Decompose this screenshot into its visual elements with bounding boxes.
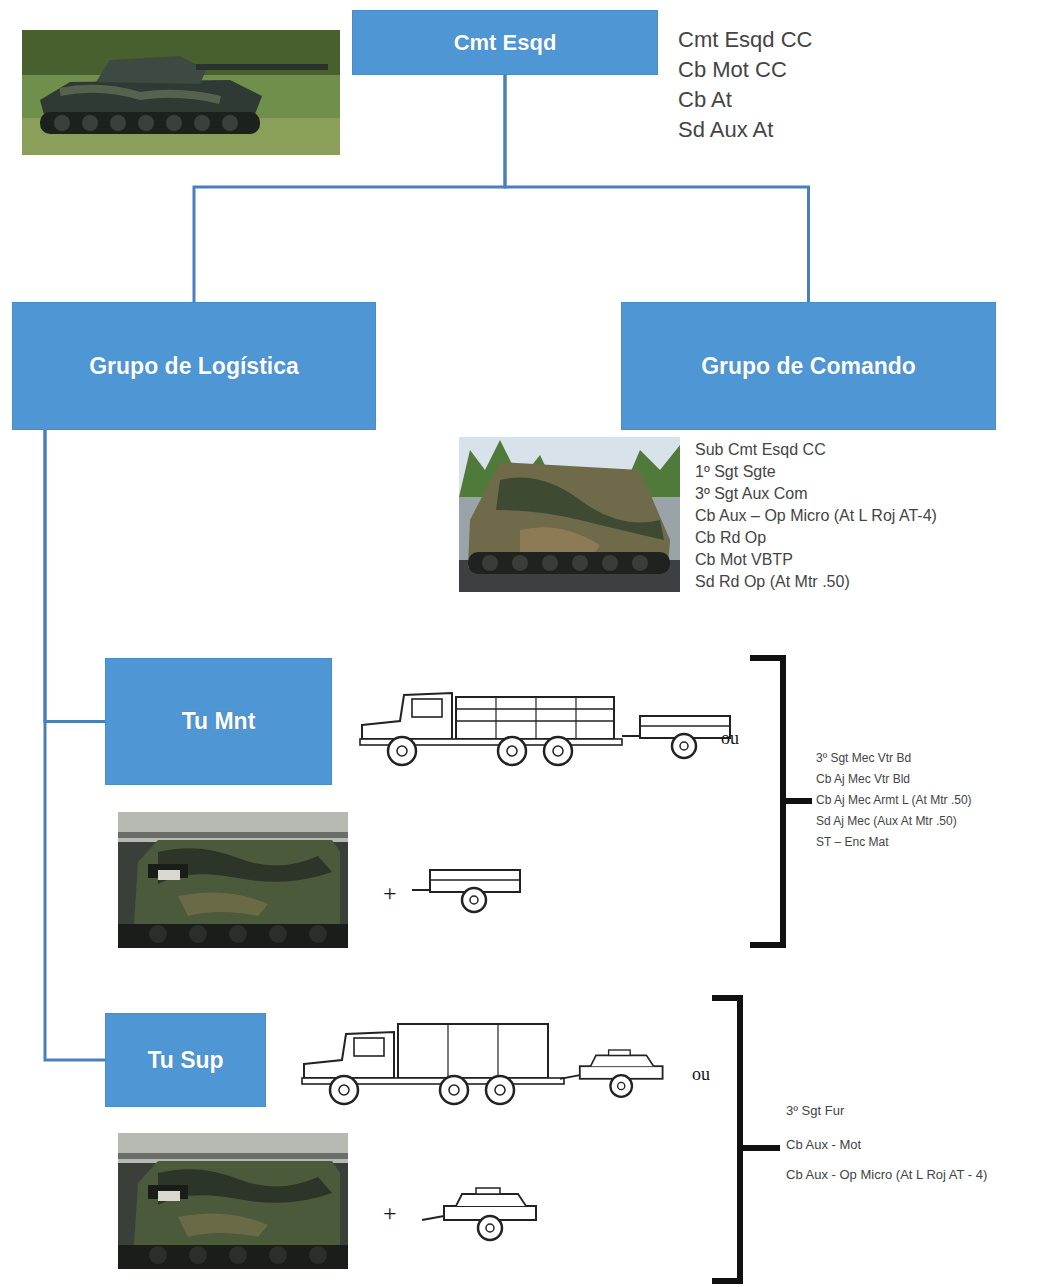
maintenance-trailer <box>622 716 730 758</box>
crew-item: Sd Aj Mec (Aux At Mtr .50) <box>816 815 957 829</box>
plus-sign: + <box>383 880 397 908</box>
crew-item: Cb Aj Mec Vtr Bld <box>816 773 910 787</box>
crew-item: 3º Sgt Mec Vtr Bd <box>816 752 911 766</box>
crew-item: Cb Aux - Mot <box>786 1138 861 1153</box>
bracket <box>750 658 812 945</box>
org-connector <box>45 430 105 722</box>
or-word: ou <box>721 728 739 749</box>
crew-item: Sub Cmt Esqd CC <box>695 441 826 459</box>
apc-photo <box>459 437 680 592</box>
crew-item: Cb Aux – Op Micro (At L Roj AT-4) <box>695 507 937 525</box>
box-title: Tu Sup <box>147 1047 223 1074</box>
box-title: Tu Mnt <box>182 708 256 735</box>
org-connector <box>45 430 105 1060</box>
crew-item: Cb Rd Op <box>695 529 766 547</box>
org-box: Grupo de Logística <box>12 302 376 430</box>
crew-item: Cb Mot VBTP <box>695 551 793 569</box>
org-connector <box>194 75 505 302</box>
supply-trailer-2 <box>422 1188 536 1240</box>
box-title: Grupo de Logística <box>89 353 299 380</box>
crew-item: Cb Aux - Op Micro (At L Roj AT - 4) <box>786 1168 987 1183</box>
tank-photo <box>22 30 340 155</box>
or-word: ou <box>692 1064 710 1085</box>
org-box: Cmt Esqd <box>352 10 658 75</box>
org-box: Tu Mnt <box>105 658 332 785</box>
supply-trailer <box>560 1050 663 1097</box>
box-title: Grupo de Comando <box>701 353 916 380</box>
supply-truck <box>302 1024 564 1104</box>
bracket <box>712 998 780 1281</box>
org-box: Tu Sup <box>105 1013 266 1107</box>
maintenance-truck <box>360 693 622 765</box>
crew-item: Cb Aj Mec Armt L (At Mtr .50) <box>816 794 972 808</box>
org-box: Grupo de Comando <box>621 302 996 430</box>
crew-item: 1º Sgt Sgte <box>695 463 776 481</box>
box-title: Cmt Esqd <box>454 30 557 56</box>
crew-item: Sd Aux At <box>678 117 773 142</box>
maintenance-vbtp-photo <box>118 812 348 948</box>
crew-item: Cb At <box>678 87 732 112</box>
crew-item: Cmt Esqd CC <box>678 27 812 52</box>
crew-item: Cb Mot CC <box>678 57 787 82</box>
supply-vbtp-photo <box>118 1133 348 1269</box>
crew-item: 3º Sgt Aux Com <box>695 485 808 503</box>
maintenance-trailer-2 <box>412 870 520 912</box>
crew-item: Sd Rd Op (At Mtr .50) <box>695 573 850 591</box>
plus-sign: + <box>383 1200 397 1228</box>
org-connector <box>505 75 809 302</box>
crew-item: 3º Sgt Fur <box>786 1104 844 1119</box>
crew-item: ST – Enc Mat <box>816 836 888 850</box>
